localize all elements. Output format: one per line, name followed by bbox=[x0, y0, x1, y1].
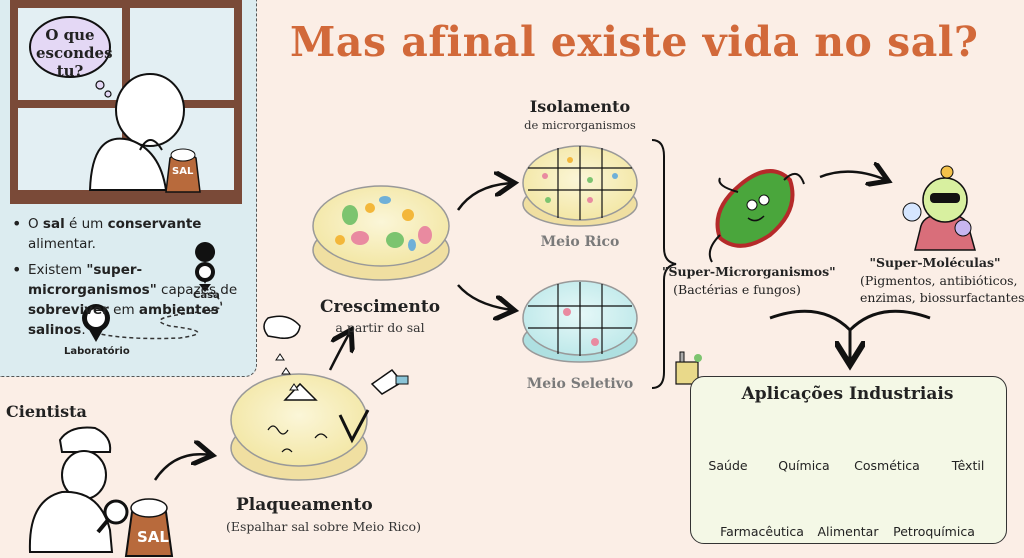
super-molecules-label: "Super-Moléculas" bbox=[869, 255, 1001, 270]
arrow-growth-to-selective bbox=[457, 284, 512, 310]
app-label-saude: Saúde bbox=[708, 458, 748, 473]
selective-medium-dish bbox=[522, 280, 638, 363]
window-scene bbox=[10, 0, 242, 204]
home-label: Casa bbox=[193, 290, 220, 301]
intro-bullets: O sal é um conservante alimentar. Existe… bbox=[12, 214, 250, 346]
plating-sub: (Espalhar sal sobre Meio Rico) bbox=[226, 519, 421, 534]
bracket bbox=[651, 139, 677, 389]
arrow-scientist-to-plate bbox=[153, 454, 210, 481]
industry-icon bbox=[675, 351, 702, 385]
merge-arrow bbox=[769, 309, 931, 333]
growth-sub: a partir do sal bbox=[335, 320, 425, 335]
plating-dish bbox=[230, 315, 409, 481]
lab-label: Laboratório bbox=[64, 346, 130, 357]
super-molecules-sub-2: enzimas, biossurfactantes, ...) bbox=[860, 290, 1024, 305]
salt-bag-label: SAL bbox=[137, 528, 169, 546]
app-label-quimica: Química bbox=[778, 458, 830, 473]
bullet-2: Existem "super-microrganismos" capazes d… bbox=[12, 260, 250, 340]
app-label-alimentar: Alimentar bbox=[817, 524, 879, 539]
scientist-illustration bbox=[28, 426, 174, 557]
app-label-cosmetica: Cosmética bbox=[854, 458, 920, 473]
app-label-textil: Têxtil bbox=[951, 458, 985, 473]
super-molecules-sub-1: (Pigmentos, antibióticos, bbox=[860, 273, 1018, 288]
thought-bubble-text: O que escondes tu? bbox=[36, 26, 113, 80]
isolation-label: Isolamento bbox=[529, 97, 631, 116]
app-label-petroquimica: Petroquímica bbox=[893, 524, 975, 539]
applications-title: Aplicações Industriais bbox=[741, 384, 954, 404]
rich-medium-label: Meio Rico bbox=[540, 234, 620, 250]
arrow-organism-to-molecule bbox=[819, 172, 886, 180]
bullet-1: O sal é um conservante alimentar. bbox=[12, 214, 250, 254]
arrow-growth-to-rich bbox=[456, 183, 512, 211]
rich-medium-dish bbox=[522, 145, 638, 227]
super-organisms-label: "Super-Microrganismos" bbox=[662, 264, 836, 279]
scientist-label: Cientista bbox=[6, 402, 87, 421]
bacterium-illustration bbox=[708, 169, 805, 263]
app-label-farmaceutica: Farmacêutica bbox=[720, 524, 804, 539]
applications-box bbox=[690, 376, 1007, 544]
arrow-plate-to-growth bbox=[328, 332, 350, 371]
super-organisms-sub: (Bactérias e fungos) bbox=[673, 282, 801, 297]
page-title: Mas afinal existe vida no sal? bbox=[290, 18, 979, 66]
isolation-sub: de microrganismos bbox=[524, 118, 636, 132]
molecule-illustration bbox=[902, 165, 976, 251]
plating-label: Plaqueamento bbox=[236, 495, 373, 515]
salt-bag-label-small: SAL bbox=[172, 166, 194, 177]
growth-label: Crescimento bbox=[320, 297, 441, 317]
selective-medium-label: Meio Seletivo bbox=[526, 376, 634, 392]
growth-dish bbox=[312, 185, 450, 281]
